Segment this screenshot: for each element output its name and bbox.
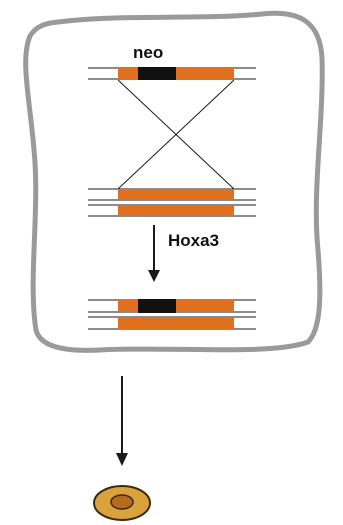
neo-cassette-integrated: [138, 299, 176, 313]
homology-arm-right: [176, 67, 234, 80]
hoxa3-label: Hoxa3: [168, 231, 219, 250]
neo-cassette: [138, 67, 176, 80]
targeting-vector: [88, 67, 256, 80]
down-arrow-icon: [116, 376, 128, 466]
paired-dna-before: [88, 189, 256, 216]
down-arrow-icon: [148, 225, 160, 282]
homology-arm-left: [118, 300, 138, 312]
embryo-cell-icon: [94, 486, 150, 520]
homology-arm-right: [176, 300, 234, 312]
recombination-crossover: [118, 80, 234, 189]
homology-arm-left: [118, 67, 138, 80]
gene-segment-lower: [118, 205, 234, 216]
gene-segment-upper: [118, 189, 234, 200]
recombined-dna: [88, 299, 256, 329]
gene-segment-lower: [118, 317, 234, 329]
neo-label: neo: [133, 43, 163, 62]
